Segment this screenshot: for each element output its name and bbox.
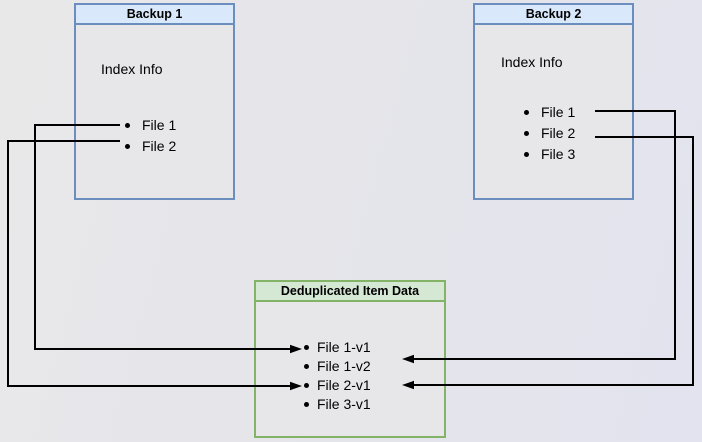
backup1-header: Backup 1: [76, 5, 233, 25]
dedup-store-header: Deduplicated Item Data: [256, 282, 444, 302]
bullet-icon: [304, 383, 309, 388]
list-item: File 3: [523, 144, 575, 165]
list-item: File 2-v1: [303, 376, 371, 395]
file-label: File 1: [541, 104, 576, 120]
file-label: File 1: [142, 117, 177, 133]
list-item: File 3-v1: [303, 395, 371, 414]
list-item: File 1: [523, 102, 575, 123]
backup2-header: Backup 2: [475, 5, 632, 25]
item-label: File 1-v1: [317, 339, 371, 355]
file-label: File 3: [541, 146, 576, 162]
backup2-index-label: Index Info: [501, 54, 563, 70]
item-label: File 3-v1: [317, 396, 371, 412]
dedup-store-box: Deduplicated Item Data File 1-v1 File 1-…: [254, 280, 446, 438]
list-item: File 1-v1: [303, 338, 371, 357]
dedup-item-list: File 1-v1 File 1-v2 File 2-v1 File 3-v1: [303, 338, 371, 414]
bullet-icon: [304, 345, 309, 350]
backup2-title: Backup 2: [525, 7, 582, 21]
dedup-store-title: Deduplicated Item Data: [280, 284, 420, 298]
backup1-title: Backup 1: [126, 7, 183, 21]
backup2-box: Backup 2 Index Info File 1 File 2 File 3: [473, 3, 634, 200]
file-label: File 2: [142, 138, 177, 154]
bullet-icon: [304, 402, 309, 407]
item-label: File 1-v2: [317, 358, 371, 374]
bullet-icon: [125, 144, 130, 149]
list-item: File 2: [124, 136, 176, 157]
backup1-box: Backup 1 Index Info File 1 File 2: [74, 3, 235, 200]
bullet-icon: [125, 123, 130, 128]
list-item: File 2: [523, 123, 575, 144]
item-label: File 2-v1: [317, 377, 371, 393]
list-item: File 1-v2: [303, 357, 371, 376]
file-label: File 2: [541, 125, 576, 141]
bullet-icon: [304, 364, 309, 369]
bullet-icon: [524, 152, 529, 157]
backup2-file-list: File 1 File 2 File 3: [523, 102, 575, 165]
backup1-file-list: File 1 File 2: [124, 115, 176, 157]
bullet-icon: [524, 131, 529, 136]
backup1-index-label: Index Info: [101, 61, 163, 77]
bullet-icon: [524, 110, 529, 115]
list-item: File 1: [124, 115, 176, 136]
